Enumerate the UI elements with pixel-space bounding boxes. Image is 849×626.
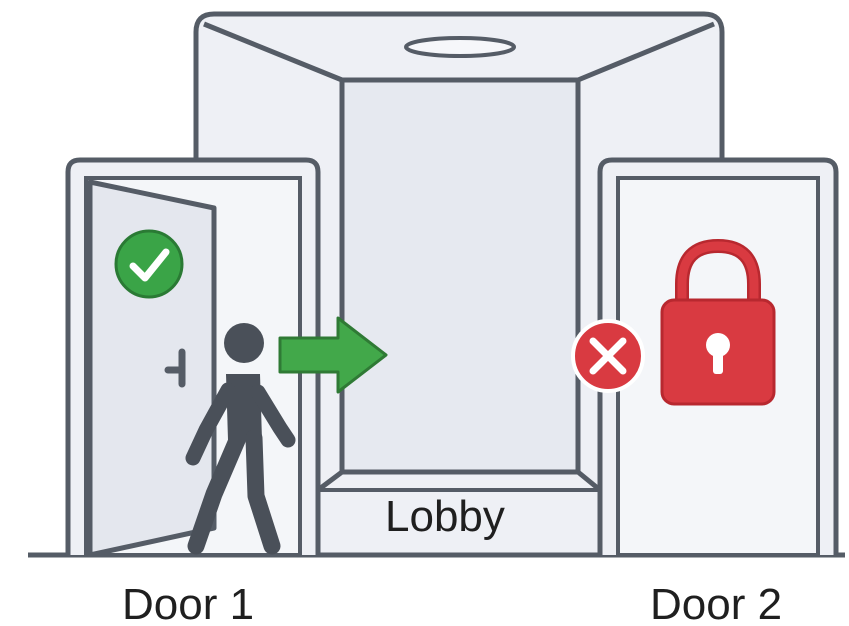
x-icon xyxy=(573,321,643,391)
lobby-inner-opening xyxy=(342,80,578,472)
ceiling-light xyxy=(406,38,514,56)
check-icon xyxy=(116,231,182,297)
lobby-label: Lobby xyxy=(385,492,505,542)
door-2-label: Door 2 xyxy=(650,580,782,626)
door-2 xyxy=(573,160,836,555)
door-1-label: Door 1 xyxy=(122,580,254,626)
